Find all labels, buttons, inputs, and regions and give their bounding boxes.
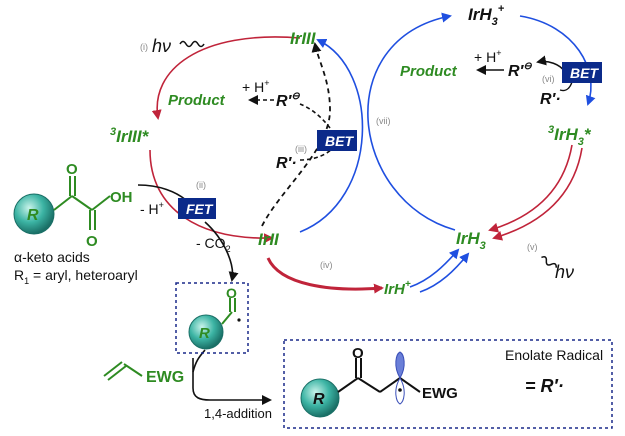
hv-left: hν (152, 36, 171, 56)
arrow-3irh3-to-irh3-a (488, 144, 573, 233)
r1-definition: R1 = aryl, heteroaryl (14, 267, 138, 286)
arrow-irii-to-irh (266, 257, 384, 294)
minus-h-plus: - H+ (140, 200, 164, 217)
alkene-ewg: EWG (103, 361, 184, 386)
fet-label: FET (186, 201, 214, 217)
arrow-bet-to-r-minus-right (536, 55, 566, 73)
acyl-o: O (226, 285, 237, 301)
ewg-alkene-label: EWG (146, 369, 184, 386)
radical-dot (237, 318, 241, 322)
keto-o-bottom: O (86, 233, 98, 250)
bet-box-left (317, 130, 357, 151)
dashed-irii-to-iriii (261, 42, 331, 227)
arrow-fet-to-acyl (204, 221, 239, 282)
arrow-3irh3-to-irh3-b (492, 147, 583, 241)
r-prime-minus-right: R′⊖ (508, 61, 532, 80)
step-v: (v) (527, 242, 538, 252)
hv-wave-left (179, 40, 205, 48)
r-prime-dot-left: R′· (276, 155, 297, 172)
line-acyl-to-addition (192, 349, 206, 373)
cycle-arc-3iriii-to-irii (149, 149, 274, 244)
keto-o-top: O (66, 161, 78, 178)
enolate-title: Enolate Radical (505, 347, 603, 363)
enolate-structure: R O EWG (300, 345, 458, 418)
step-iv: (iv) (320, 260, 333, 270)
step-iii: (iii) (295, 144, 307, 154)
bet-label-left: BET (325, 133, 354, 149)
r-label-acyl: R (199, 325, 210, 342)
cycle-arc-irh3-to-irh3plus (367, 12, 456, 231)
species-3irh3: 3IrH3* (548, 124, 592, 148)
r-prime-dot-right: R′· (540, 91, 561, 108)
species-irh-plus: IrH+ (384, 279, 411, 298)
r-label-keto: R (27, 207, 39, 224)
fet-box (178, 198, 216, 219)
arrow-keto-to-fet (137, 184, 187, 201)
p-orbital-top (395, 351, 405, 379)
h-plus-left: + H+ (242, 78, 269, 95)
step-vi: (vi) (542, 74, 555, 84)
step-i: (i) (140, 42, 148, 52)
species-irh3: IrH3 (456, 229, 486, 252)
addition-label: 1,4-addition (204, 406, 272, 421)
enolate-equals: = R′· (525, 376, 564, 396)
species-irh3-plus: IrH3+ (468, 3, 505, 28)
arrow-addition (192, 358, 272, 405)
enolate-radical-box (283, 339, 613, 429)
cycle-arc-iii-to-3iriii (151, 36, 301, 120)
species-irii: IrII (258, 230, 280, 249)
h-plus-right: + H+ (474, 48, 501, 65)
product-right: Product (400, 63, 458, 80)
cycle-arc-irh3plus-to-3irh3 (519, 15, 596, 106)
r-group-ball (13, 193, 55, 235)
enolate-o: O (352, 345, 364, 362)
arrow-irh-to-irh3-a (409, 248, 460, 288)
r-label-enolate: R (313, 391, 325, 408)
product-left: Product (168, 92, 226, 109)
species-iriii: IrIII (290, 29, 317, 48)
arrow-irh-to-irh3-b (419, 252, 470, 293)
ewg-enolate-label: EWG (422, 385, 458, 402)
acyl-radical-structure: R O (188, 285, 241, 350)
bet-label-right: BET (570, 65, 599, 81)
keto-oh: OH (110, 189, 133, 206)
acyl-radical-box (175, 282, 249, 354)
hv-wave-right (541, 255, 557, 268)
bet-box-right (562, 62, 602, 83)
arrow-r-to-bet-right (559, 81, 573, 92)
step-vii: (vii) (376, 116, 391, 126)
species-3iriii: 3IrIII* (110, 126, 150, 146)
step-ii: (ii) (196, 180, 206, 190)
minus-co2: - CO2 (196, 235, 231, 254)
r-prime-minus-left: R′⊖ (276, 91, 300, 110)
cycle-arc-irii-to-iriii (299, 38, 364, 233)
dashed-bet-to-r-minus (299, 103, 331, 129)
keto-acid-structure: R O O OH (13, 161, 133, 250)
hv-right: hν (555, 262, 574, 282)
keto-acid-name: α-keto acids (14, 249, 90, 265)
